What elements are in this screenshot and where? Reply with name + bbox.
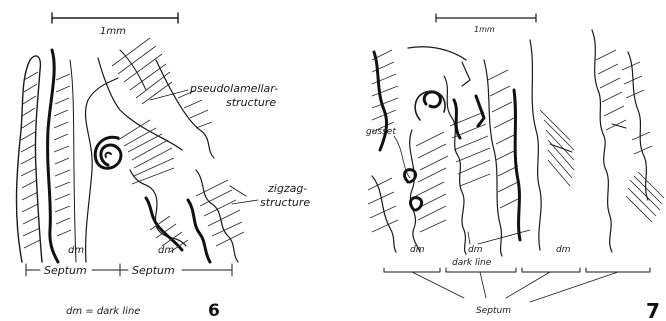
fig7-gusset-label: gusset	[366, 127, 396, 137]
fig6-number: 6	[208, 301, 220, 321]
fig7-dm-1: dm	[410, 245, 425, 255]
fig6-pseudolamellar-label: pseudolamellar-	[189, 82, 278, 95]
figure-7: 1mm	[366, 14, 664, 321]
fig7-central-wall	[405, 47, 520, 256]
fig7-dark-line-wall	[514, 40, 574, 250]
fig7-scale-bar: 1mm	[436, 14, 536, 34]
fig6-pseudolamellar-leader	[150, 90, 188, 100]
fig6-left-septum	[17, 50, 77, 262]
fig6-septum-right-label: Septum	[132, 264, 175, 277]
fig6-scale-label: 1mm	[100, 26, 126, 37]
fig7-gusset-leader	[394, 136, 410, 178]
fig6-pseudolamellar-label-2: structure	[226, 96, 276, 109]
figure-6: 1mm	[17, 13, 311, 321]
fig7-right-wall	[592, 30, 664, 252]
fig6-zigzag-leader	[232, 200, 258, 204]
fig6-spiral	[95, 137, 121, 168]
fig7-number: 7	[646, 299, 660, 321]
fig6-septum-left-label: Septum	[44, 264, 87, 277]
fig6-legend: dm = dark line	[66, 306, 140, 317]
fig6-septum-brackets: Septum Septum	[26, 264, 232, 277]
fig6-central-septum	[86, 38, 188, 262]
fig6-dm-left: dm	[68, 245, 84, 256]
fig7-septum-label: Septum	[476, 306, 511, 316]
fig7-scale-label: 1mm	[474, 25, 495, 34]
fig6-dm-right: dm	[158, 245, 174, 256]
fig7-dm-2: dm	[468, 245, 483, 255]
fig7-septum-brackets: Septum	[384, 268, 650, 316]
fig6-scale-bar: 1mm	[52, 13, 178, 37]
fig7-left-wall	[368, 50, 398, 252]
fig7-dark-line-label: dark line	[452, 258, 492, 268]
fig7-dm-3: dm	[556, 245, 571, 255]
fig6-zigzag-label: zigzag-	[267, 182, 307, 195]
fig6-zigzag-label-2: structure	[260, 196, 310, 209]
